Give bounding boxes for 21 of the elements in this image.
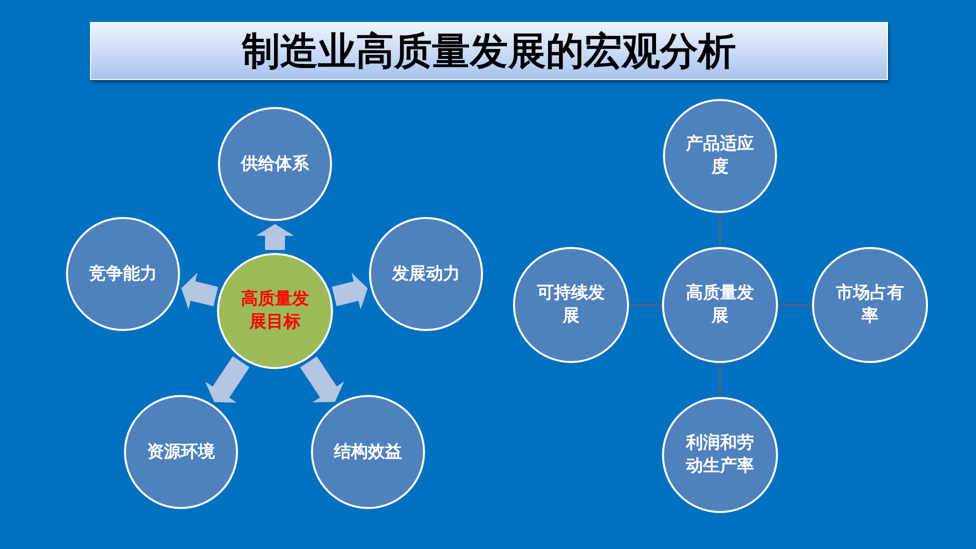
connector-line [629, 304, 662, 306]
circle-label: 市场占有率 [835, 282, 905, 328]
circle-label: 资源环境 [146, 440, 216, 464]
block-arrow [181, 272, 218, 310]
circle-label: 发展动力 [390, 262, 461, 286]
connector-line [778, 304, 812, 306]
circle-label: 高质量发展目标 [240, 288, 310, 334]
block-arrow [256, 224, 294, 250]
circle-label: 可持续发展 [536, 282, 606, 328]
connector-line [718, 363, 722, 397]
block-arrow [332, 272, 368, 310]
circle-label: 产品适应度 [684, 133, 755, 179]
title-text: 制造业高质量发展的宏观分析 [242, 30, 736, 72]
circle-label: 结构效益 [332, 440, 403, 464]
circle-label: 竞争能力 [88, 262, 158, 286]
circle-label: 供给体系 [240, 152, 310, 176]
circle-label: 利润和劳动生产率 [684, 432, 755, 478]
block-arrow [300, 356, 344, 402]
connector-line [718, 213, 722, 247]
block-arrow [205, 356, 250, 403]
circle-label: 高质量发展 [685, 282, 755, 328]
